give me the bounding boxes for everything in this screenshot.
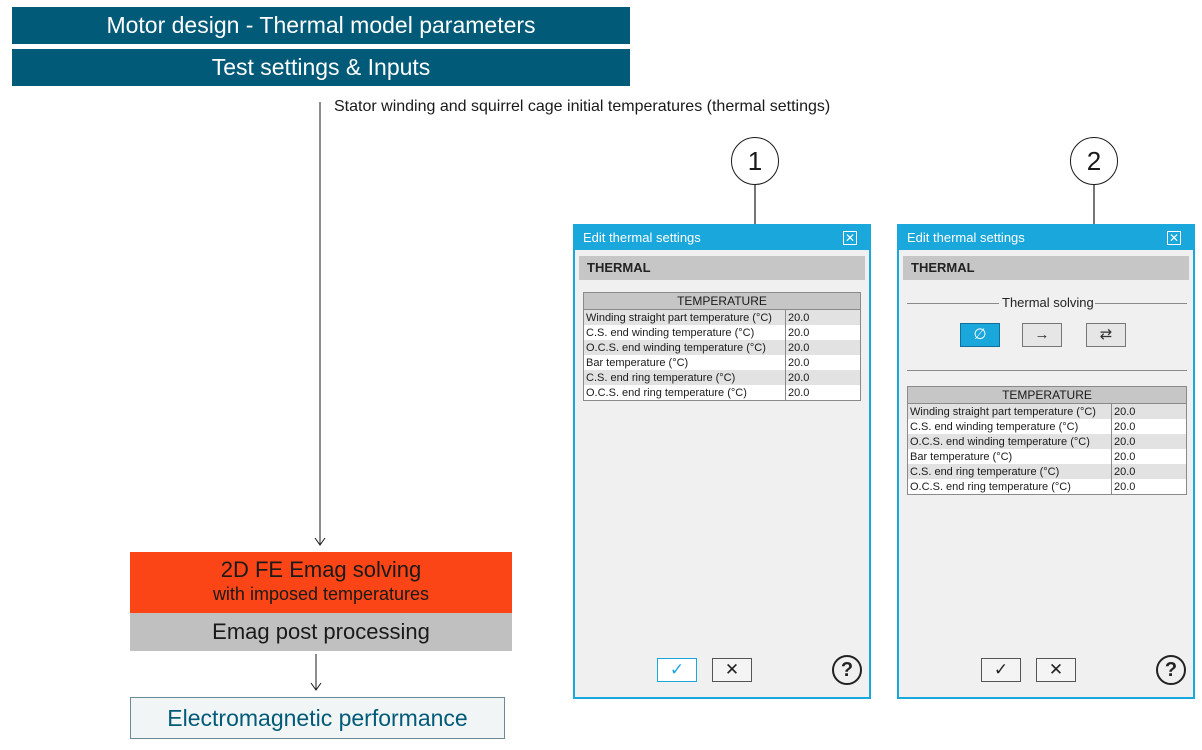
close-icon[interactable]: ✕ — [843, 231, 857, 245]
electromagnetic-performance-block: Electromagnetic performance — [130, 697, 505, 739]
row-label: O.C.S. end ring temperature (°C) — [907, 479, 1112, 495]
table-row: Bar temperature (°C)20.0 — [907, 449, 1187, 464]
header-subtitle: Test settings & Inputs — [211, 54, 431, 80]
arrow-head-result — [310, 682, 322, 691]
table-row: O.C.S. end winding temperature (°C)20.0 — [907, 434, 1187, 449]
row-value-input[interactable]: 20.0 — [1111, 479, 1187, 495]
row-label: Bar temperature (°C) — [583, 355, 786, 370]
ok-button[interactable]: ✓ — [981, 658, 1021, 682]
emag-solving-title: 2D FE Emag solving — [220, 557, 422, 582]
row-label: Bar temperature (°C) — [907, 449, 1112, 464]
fieldset-line-left — [907, 303, 999, 304]
header-subtitle-bar: Test settings & Inputs — [12, 49, 630, 86]
dialog-2-temperature-table: TEMPERATURE Winding straight part temper… — [907, 386, 1187, 495]
ok-button[interactable]: ✓ — [657, 658, 697, 682]
arrow-head-main — [314, 537, 326, 546]
row-label: C.S. end ring temperature (°C) — [583, 370, 786, 385]
table-row: C.S. end ring temperature (°C)20.0 — [907, 464, 1187, 479]
close-icon[interactable]: ✕ — [1167, 231, 1181, 245]
callout-2: 2 — [1070, 137, 1118, 185]
fieldset-bottom-line — [907, 370, 1187, 371]
table-row: C.S. end winding temperature (°C)20.0 — [907, 419, 1187, 434]
thermal-settings-annotation: Stator winding and squirrel cage initial… — [334, 98, 831, 115]
dialog-2-thermal-tab[interactable]: THERMAL — [903, 256, 1189, 280]
table-row: C.S. end winding temperature (°C)20.0 — [583, 325, 861, 340]
row-value-input[interactable]: 20.0 — [1111, 449, 1187, 464]
dialog-1-title: Edit thermal settings — [583, 230, 701, 245]
dialog-1-temperature-table: TEMPERATURE Winding straight part temper… — [583, 292, 861, 401]
cancel-button[interactable]: ✕ — [712, 658, 752, 682]
table-row: O.C.S. end ring temperature (°C)20.0 — [583, 385, 861, 401]
callout-1: 1 — [731, 137, 779, 185]
row-value-input[interactable]: 20.0 — [785, 355, 861, 370]
thermal-solving-twoway-button[interactable]: ⇄ — [1086, 323, 1126, 347]
thermal-solving-label: Thermal solving — [1002, 295, 1094, 310]
header-title: Motor design - Thermal model parameters — [106, 12, 536, 38]
edit-thermal-settings-dialog-1: Edit thermal settings ✕ THERMAL TEMPERAT… — [573, 224, 871, 699]
row-label: O.C.S. end winding temperature (°C) — [907, 434, 1112, 449]
row-value-input[interactable]: 20.0 — [1111, 403, 1187, 419]
header-title-bar: Motor design - Thermal model parameters — [12, 7, 630, 44]
emag-solving-block: 2D FE Emag solving with imposed temperat… — [130, 552, 512, 613]
cancel-button[interactable]: ✕ — [1036, 658, 1076, 682]
emag-post-processing-block: Emag post processing — [130, 613, 512, 651]
row-value-input[interactable]: 20.0 — [1111, 419, 1187, 434]
row-label: Winding straight part temperature (°C) — [583, 309, 786, 325]
dialog-1-thermal-tab[interactable]: THERMAL — [579, 256, 865, 280]
row-value-input[interactable]: 20.0 — [785, 340, 861, 355]
row-label: O.C.S. end ring temperature (°C) — [583, 385, 786, 401]
thermal-solving-oneway-button[interactable]: → — [1022, 323, 1062, 347]
dialog-2-table-header: TEMPERATURE — [907, 386, 1187, 404]
emag-solving-subtitle: with imposed temperatures — [212, 584, 430, 604]
thermal-solving-none-button[interactable]: ∅ — [960, 323, 1000, 347]
table-row: Bar temperature (°C)20.0 — [583, 355, 861, 370]
row-label: C.S. end winding temperature (°C) — [907, 419, 1112, 434]
dialog-2-titlebar: Edit thermal settings ✕ — [899, 226, 1193, 250]
row-label: Winding straight part temperature (°C) — [907, 403, 1112, 419]
row-value-input[interactable]: 20.0 — [1111, 464, 1187, 479]
dialog-1-table-header: TEMPERATURE — [583, 292, 861, 310]
dialog-1-titlebar: Edit thermal settings ✕ — [575, 226, 869, 250]
table-row: Winding straight part temperature (°C)20… — [583, 309, 861, 325]
edit-thermal-settings-dialog-2: Edit thermal settings ✕ THERMAL Thermal … — [897, 224, 1195, 699]
row-label: C.S. end winding temperature (°C) — [583, 325, 786, 340]
row-value-input[interactable]: 20.0 — [785, 385, 861, 401]
help-icon[interactable]: ? — [1156, 655, 1186, 685]
table-row: O.C.S. end ring temperature (°C)20.0 — [907, 479, 1187, 495]
fieldset-line-right — [1095, 303, 1187, 304]
row-value-input[interactable]: 20.0 — [785, 309, 861, 325]
dialog-2-title: Edit thermal settings — [907, 230, 1025, 245]
row-label: C.S. end ring temperature (°C) — [907, 464, 1112, 479]
table-row: C.S. end ring temperature (°C)20.0 — [583, 370, 861, 385]
table-row: O.C.S. end winding temperature (°C)20.0 — [583, 340, 861, 355]
row-value-input[interactable]: 20.0 — [785, 325, 861, 340]
row-value-input[interactable]: 20.0 — [785, 370, 861, 385]
row-value-input[interactable]: 20.0 — [1111, 434, 1187, 449]
help-icon[interactable]: ? — [832, 655, 862, 685]
row-label: O.C.S. end winding temperature (°C) — [583, 340, 786, 355]
table-row: Winding straight part temperature (°C)20… — [907, 403, 1187, 419]
